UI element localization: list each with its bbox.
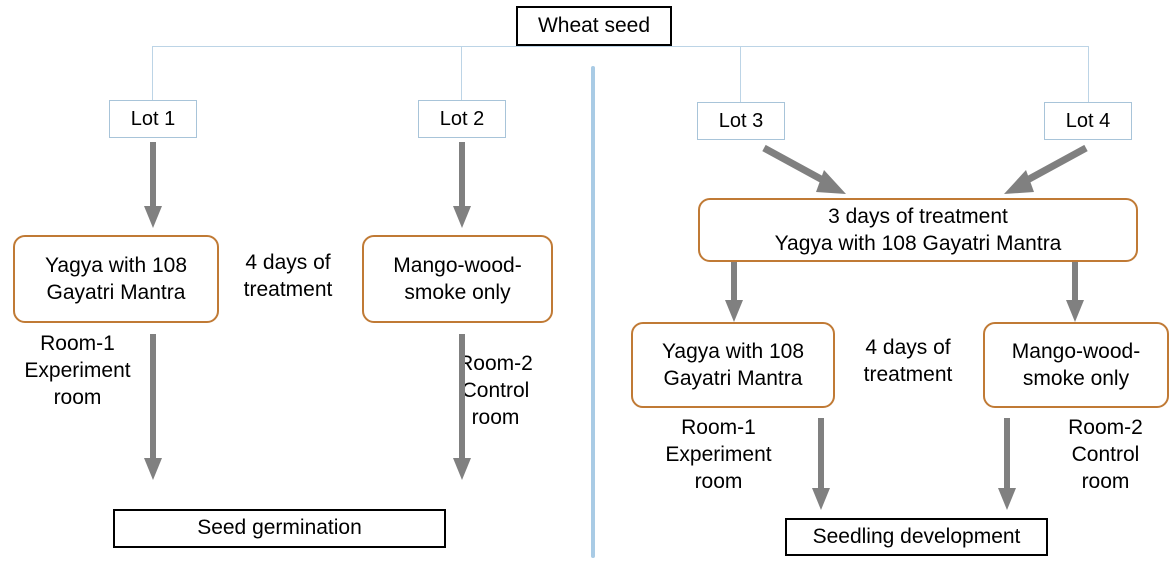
arrow-lot1-to-treatment bbox=[144, 142, 162, 228]
arrow-lot4-to-pretreatment bbox=[1004, 144, 1088, 194]
outcome-box-seed-germination: Seed germination bbox=[113, 509, 446, 548]
treatment-right-yagya-label: Yagya with 108 Gayatri Mantra bbox=[661, 339, 805, 390]
right-room-2-label: Room-2 Control room bbox=[1068, 416, 1143, 493]
lot-2-label: Lot 2 bbox=[439, 108, 485, 130]
treatment-box-right-mango: Mango-wood- smoke only bbox=[983, 322, 1169, 408]
arrow-lot3-to-pretreatment bbox=[762, 144, 846, 194]
arrow-right-room1-to-outcome bbox=[812, 418, 830, 510]
lot-4-label: Lot 4 bbox=[1065, 110, 1111, 132]
left-room-2-label: Room-2 Control room bbox=[458, 352, 533, 429]
lot-1-label: Lot 1 bbox=[130, 108, 176, 130]
treatment-left-mango-label: Mango-wood- smoke only bbox=[393, 253, 522, 304]
left-room-1-label: Room-1 Experiment room bbox=[24, 332, 131, 409]
treatment-box-left-yagya: Yagya with 108 Gayatri Mantra bbox=[13, 235, 219, 323]
lot-box-lot-3: Lot 3 bbox=[697, 102, 785, 140]
treatment-left-yagya-label: Yagya with 108 Gayatri Mantra bbox=[44, 253, 188, 304]
lot-box-lot-1: Lot 1 bbox=[109, 100, 197, 138]
treatment-right-mango-label: Mango-wood- smoke only bbox=[1011, 339, 1141, 390]
connector-horizontal-bus bbox=[152, 46, 1089, 47]
treatment-box-right-yagya: Yagya with 108 Gayatri Mantra bbox=[631, 322, 835, 408]
pretreatment-box: 3 days of treatment Yagya with 108 Gayat… bbox=[698, 198, 1138, 262]
arrow-lot2-to-treatment bbox=[453, 142, 471, 228]
arrow-right-room2-to-outcome bbox=[998, 418, 1016, 510]
pretreatment-label: 3 days of treatment Yagya with 108 Gayat… bbox=[774, 204, 1062, 255]
root-box-wheat-seed: Wheat seed bbox=[516, 6, 672, 46]
arrow-pretreatment-to-yagya bbox=[725, 262, 743, 322]
outcome-left-label: Seed germination bbox=[197, 516, 362, 540]
arrow-left-room2-to-outcome bbox=[453, 334, 471, 480]
lot-3-label: Lot 3 bbox=[718, 110, 764, 132]
connector-drop-lot3 bbox=[740, 46, 741, 102]
connector-drop-lot2 bbox=[461, 46, 462, 100]
left-duration-label: 4 days of treatment bbox=[243, 251, 333, 301]
section-divider bbox=[591, 66, 595, 558]
root-box-label: Wheat seed bbox=[537, 13, 651, 37]
arrow-left-room1-to-outcome bbox=[144, 334, 162, 480]
lot-box-lot-2: Lot 2 bbox=[418, 100, 506, 138]
connector-drop-lot1 bbox=[152, 46, 153, 100]
treatment-box-left-mango: Mango-wood- smoke only bbox=[362, 235, 553, 323]
arrow-pretreatment-to-mango bbox=[1066, 262, 1084, 322]
right-duration-label: 4 days of treatment bbox=[863, 336, 953, 386]
lot-box-lot-4: Lot 4 bbox=[1044, 102, 1132, 140]
connector-drop-lot4 bbox=[1088, 46, 1089, 102]
right-room-1-label: Room-1 Experiment room bbox=[665, 416, 772, 493]
outcome-box-seedling-development: Seedling development bbox=[785, 518, 1048, 556]
outcome-right-label: Seedling development bbox=[812, 524, 1021, 548]
